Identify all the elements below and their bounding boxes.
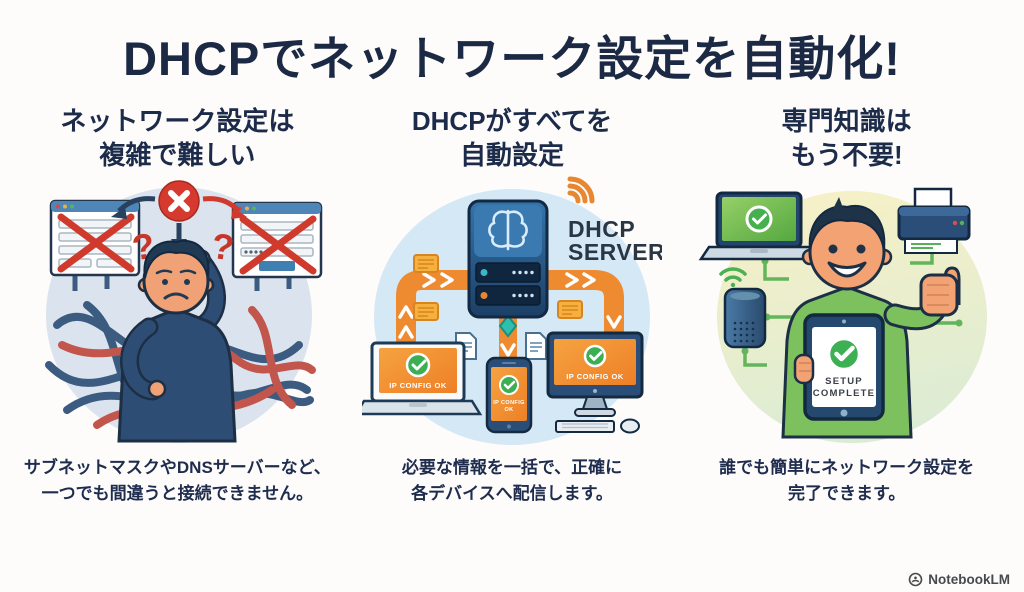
error-window-left: [50, 199, 141, 291]
column-benefit: 専門知識は もう不要!: [679, 95, 1014, 508]
document-icon: [525, 332, 547, 360]
laptop-device: IP CONFIG OK: [362, 341, 483, 416]
benefit-caption: 誰でも簡単にネットワーク設定を 完了できます。: [719, 455, 974, 508]
column-problem: ネットワーク設定は 複雑で難しい: [10, 95, 345, 508]
checkmark-icon: [405, 352, 431, 378]
gripping-hand: [793, 353, 814, 385]
tablet-status-label-line2: COMPLETE: [812, 388, 874, 399]
notebooklm-watermark: NotebookLM: [908, 572, 1010, 587]
confused-person: [117, 239, 237, 443]
brain-icon: [488, 209, 528, 251]
solution-caption-line1: 必要な情報を一括で、正確に: [401, 458, 623, 477]
happy-user-illustration: SETUP COMPLETE: [697, 175, 997, 447]
phone-status-label-line1: IP CONFIG: [493, 400, 525, 406]
smart-speaker-device: [723, 287, 766, 349]
solution-heading-line2: 自動設定: [460, 139, 565, 170]
problem-caption-line2: 一つでも間違うと接続できません。: [41, 484, 314, 504]
checkmark-icon: [583, 344, 607, 368]
laptop-status-label: IP CONFIG OK: [389, 381, 447, 390]
error-cross-icon: [239, 215, 317, 275]
problem-heading-line1: ネットワーク設定は: [60, 106, 295, 136]
dhcp-server-label-line2: SERVER: [568, 239, 662, 265]
config-card-icon: [413, 302, 439, 321]
config-card-icon: [413, 254, 439, 273]
dhcp-server: [467, 199, 549, 319]
problem-heading: ネットワーク設定は 複雑で難しい: [60, 105, 294, 175]
solution-heading-line1: DHCPがすべてを: [411, 106, 613, 136]
error-cross-icon: [57, 213, 135, 273]
column-solution: DHCPがすべてを 自動設定: [345, 95, 680, 508]
three-column-layout: ネットワーク設定は 複雑で難しい: [0, 95, 1024, 508]
phone-status-label-line2: OK: [504, 407, 513, 413]
printer-device: [897, 187, 971, 254]
config-card-icon: [557, 300, 583, 319]
solution-caption-line2: 各デバイスへ配信します。: [411, 484, 613, 504]
dhcp-server-illustration: DHCP SERVER IP CONFIG OK: [362, 175, 662, 447]
solution-caption: 必要な情報を一括で、正確に 各デバイスへ配信します。: [402, 455, 622, 508]
page-title: DHCPでネットワーク設定を自動化!: [123, 32, 901, 85]
checkmark-icon: [745, 205, 773, 233]
network-node-diamond: [498, 314, 518, 338]
desktop-status-label: IP CONFIG OK: [566, 372, 624, 381]
tablet-device: SETUP COMPLETE: [802, 313, 885, 421]
desktop-device: IP CONFIG OK: [546, 331, 644, 434]
benefit-heading-line1: 専門知識は: [781, 106, 912, 136]
problem-heading-line2: 複雑で難しい: [99, 139, 256, 170]
thumbs-up-hand: [919, 266, 961, 317]
tablet-status-label-line1: SETUP: [825, 376, 863, 387]
happy-person: SETUP COMPLETE: [781, 197, 961, 439]
error-window-right: [232, 201, 323, 291]
wifi-icon: [567, 176, 595, 204]
smartphone-device: IP CONFIG OK: [485, 356, 533, 434]
solution-heading: DHCPがすべてを 自動設定: [412, 105, 612, 175]
watermark-label: NotebookLM: [928, 572, 1010, 587]
confused-person-illustration: ? ?: [27, 175, 327, 447]
dhcp-server-label-line1: DHCP: [568, 216, 635, 242]
benefit-caption-line2: 完了できます。: [788, 484, 906, 504]
benefit-caption-line1: 誰でも簡単にネットワーク設定を: [719, 458, 975, 477]
checkmark-icon: [499, 375, 519, 395]
wifi-icon: [718, 267, 747, 282]
benefit-heading: 専門知識は もう不要!: [782, 105, 912, 175]
laptop-device: [698, 191, 820, 261]
problem-caption-line1: サブネットマスクやDNSサーバーなど、: [23, 458, 331, 477]
problem-caption: サブネットマスクやDNSサーバーなど、 一つでも間違うと接続できません。: [24, 455, 331, 508]
benefit-heading-line2: もう不要!: [790, 139, 903, 170]
notebooklm-logo-icon: [908, 572, 923, 587]
flow-arrow-chevrons: [398, 272, 622, 357]
